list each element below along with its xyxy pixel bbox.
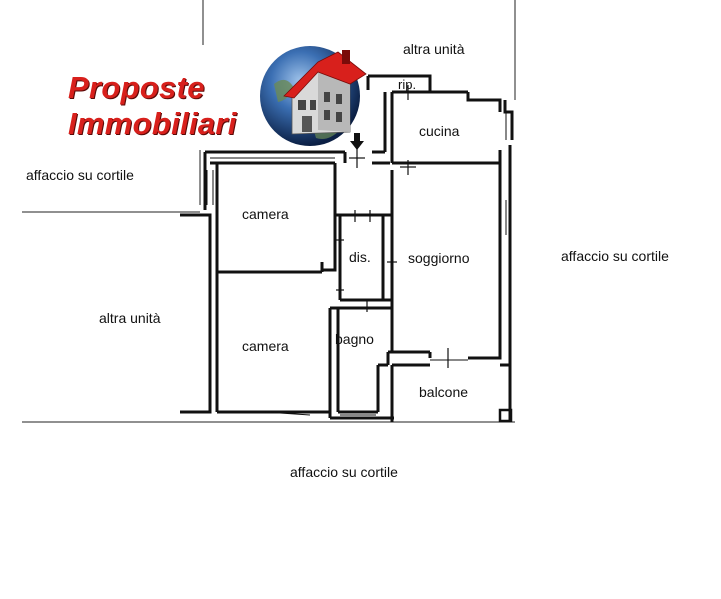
room-label-dis: dis.	[349, 249, 371, 265]
balcony-column	[498, 408, 513, 423]
door-marks	[336, 85, 449, 368]
room-label-balcone: balcone	[419, 384, 469, 400]
label-affaccio-bottom: affaccio su cortile	[290, 464, 398, 480]
label-altra-unita-top: altra unità	[403, 41, 465, 57]
label-affaccio-left: affaccio su cortile	[26, 167, 134, 183]
label-altra-unita-left: altra unità	[99, 310, 161, 326]
room-label-soggiorno: soggiorno	[408, 250, 470, 266]
room-label-rip: rip.	[398, 77, 417, 92]
walls	[180, 74, 514, 422]
label-affaccio-right: affaccio su cortile	[561, 248, 669, 264]
brand-line-1: Proposte	[68, 70, 205, 105]
room-label-camera-top: camera	[242, 206, 289, 222]
brand-line-2: Immobiliari	[68, 106, 237, 141]
room-label-bagno: bagno	[335, 331, 374, 347]
context-lines	[22, 0, 516, 423]
room-label-cucina: cucina	[419, 123, 460, 139]
entrance-arrow-icon	[350, 133, 364, 150]
room-label-camera-bottom: camera	[242, 338, 289, 354]
globe-house-icon	[260, 46, 367, 146]
openings	[206, 112, 507, 416]
